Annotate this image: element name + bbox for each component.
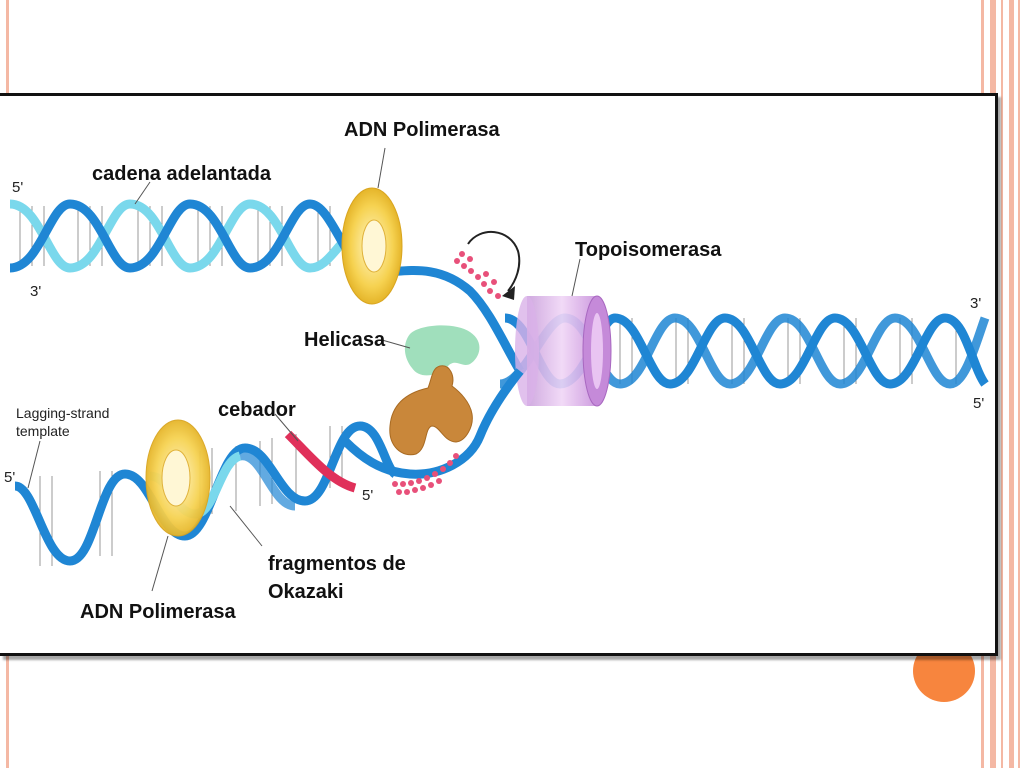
fork-dots-top [454, 251, 501, 299]
end-bottom-left-5: 5' [4, 469, 15, 486]
top-polymerase-pointer [377, 147, 386, 189]
end-top-left-3: 3' [30, 283, 41, 300]
brown-protein [389, 365, 473, 456]
okazaki-pointer [229, 505, 263, 547]
end-top-left-5: 5' [12, 179, 23, 196]
fork-dots-bottom [392, 453, 459, 495]
label-lagging-template-1: Lagging-strand [16, 405, 109, 421]
label-polymerase-top: ADN Polimerasa [344, 119, 500, 141]
leading-pointer [134, 181, 151, 205]
bottom-polymerase [145, 419, 211, 537]
diagram-frame: ADN Polimerasa cadena adelantada Topoiso… [0, 93, 998, 656]
right-border-line-4 [1009, 0, 1014, 768]
topoisomerase [515, 295, 612, 407]
label-polymerase-bottom: ADN Polimerasa [80, 601, 236, 623]
leading-dark-strand [9, 199, 524, 374]
right-border-line-5 [1018, 0, 1020, 768]
label-helicase: Helicasa [304, 329, 386, 351]
label-primer: cebador [218, 399, 296, 421]
rotation-arrow [467, 230, 521, 292]
right-border-line-3 [1001, 0, 1003, 768]
leading-light-strand [9, 199, 401, 273]
lagging-fork-strand [341, 368, 524, 479]
new-lagging-strand [239, 451, 296, 511]
end-right-5: 5' [973, 395, 984, 412]
helicase [404, 325, 480, 376]
dna-replication-diagram: ADN Polimerasa cadena adelantada Topoiso… [4, 119, 990, 623]
helicase-pointer [381, 339, 411, 349]
rotation-arrow-head [502, 286, 515, 300]
label-okazaki-2: Okazaki [268, 581, 344, 603]
label-okazaki-1: fragmentos de [268, 553, 406, 575]
topoisomerase-pointer [571, 258, 581, 297]
bottom-polymerase-pointer [151, 535, 169, 592]
end-primer-5: 5' [362, 487, 373, 504]
label-lagging-template-2: template [16, 423, 70, 439]
top-polymerase [341, 187, 403, 305]
template-pointer [27, 440, 41, 489]
label-leading-strand: cadena adelantada [92, 163, 272, 185]
primer-pointer [274, 413, 299, 442]
end-right-3: 3' [970, 295, 981, 312]
label-topoisomerase: Topoisomerasa [575, 239, 722, 261]
rna-primer [284, 430, 357, 493]
